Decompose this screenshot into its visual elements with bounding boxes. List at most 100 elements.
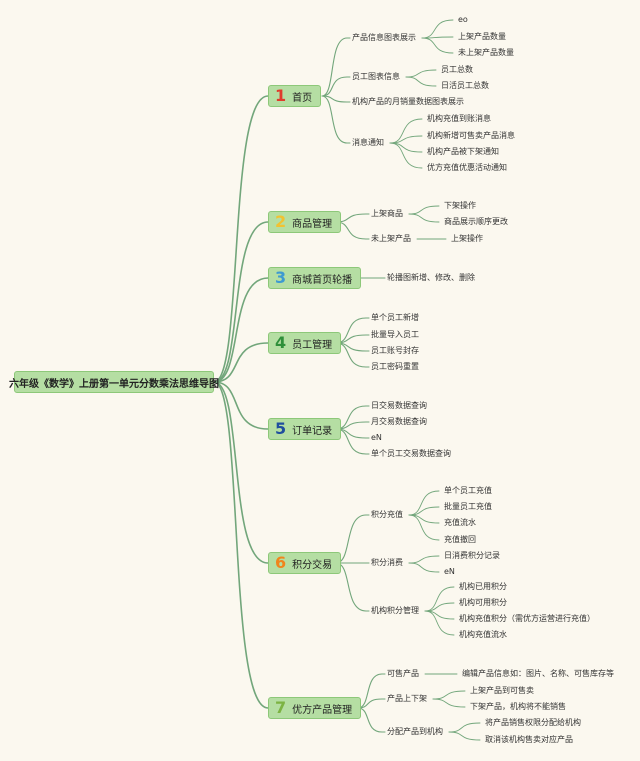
branch-node-1[interactable]: 1 首页 [268, 85, 322, 107]
leaf-label[interactable]: 批量员工充值 [444, 502, 492, 511]
connector-line [213, 95, 269, 383]
branch-node-5[interactable]: 5 订单记录 [268, 418, 342, 440]
connector-line [389, 142, 423, 169]
subtopic-label[interactable]: 日交易数据查询 [371, 401, 427, 410]
leaf-label[interactable]: 取消该机构售卖对应产品 [485, 735, 573, 744]
branch-number: 7 [275, 698, 287, 717]
connector-line [213, 381, 269, 709]
leaf-label[interactable]: 员工总数 [441, 65, 473, 74]
leaf-label[interactable]: 编辑产品信息如：图片、名称、可售库存等 [462, 669, 614, 678]
leaf-label[interactable]: 机构充值到账消息 [427, 114, 491, 123]
leaf-label[interactable]: 优方充值优惠活动通知 [427, 163, 507, 172]
connector-line [408, 514, 440, 541]
subtopic-label[interactable]: 轮播图新增、修改、删除 [387, 273, 475, 282]
connector-line [213, 381, 269, 430]
leaf-label[interactable]: 日活员工总数 [441, 81, 489, 90]
leaf-label[interactable]: eo [458, 15, 468, 24]
connector-line [424, 610, 455, 636]
subtopic-label[interactable]: 未上架产品 [371, 234, 411, 243]
connector-line [408, 213, 440, 223]
connector-line [405, 69, 437, 78]
branch-number: 6 [275, 553, 287, 572]
subtopic-label[interactable]: 消息通知 [352, 138, 384, 147]
subtopic-label[interactable]: 机构产品的月销量数据图表展示 [352, 97, 464, 106]
branch-node-4[interactable]: 4 员工管理 [268, 332, 342, 354]
leaf-label[interactable]: 下架产品，机构将不能销售 [470, 702, 566, 711]
connector-line [421, 37, 454, 54]
connector-line [408, 205, 440, 215]
subtopic-label[interactable]: 批量导入员工 [371, 330, 419, 339]
branch-label: 商品管理 [292, 218, 333, 230]
branch-label: 订单记录 [292, 425, 333, 437]
leaf-label[interactable]: 日消费积分记录 [444, 551, 500, 560]
subtopic-label[interactable]: 上架商品 [371, 209, 403, 218]
leaf-label[interactable]: 机构充值积分（需优方运营进行充值） [459, 614, 595, 623]
branch-node-3[interactable]: 3 商城首页轮播 [268, 267, 362, 289]
connector-line [408, 555, 440, 564]
branch-number: 2 [275, 212, 287, 231]
branch-node-6[interactable]: 6 积分交易 [268, 552, 342, 574]
connector-line [321, 76, 348, 97]
subtopic-label[interactable]: eN [371, 433, 382, 442]
leaf-label[interactable]: 将产品销售权限分配给机构 [485, 718, 581, 727]
leaf-label[interactable]: 单个员工充值 [444, 486, 492, 495]
connector-line [389, 142, 423, 153]
subtopic-label[interactable]: 产品信息图表展示 [352, 33, 416, 42]
subtopic-label[interactable]: 积分充值 [371, 510, 403, 519]
connector-line [424, 586, 455, 612]
leaf-label[interactable]: 上架产品到可售卖 [470, 686, 534, 695]
branch-label: 优方产品管理 [292, 704, 353, 716]
leaf-label[interactable]: 上架产品数量 [458, 32, 506, 41]
leaf-label[interactable]: 下架操作 [444, 201, 476, 210]
subtopic-label[interactable]: 单个员工交易数据查询 [371, 449, 451, 458]
root-topic[interactable]: 六年级《数学》上册第一单元分数乘法思维导图 [9, 371, 219, 393]
connector-line [213, 277, 269, 383]
connector-line [421, 19, 454, 39]
leaf-label[interactable]: 机构已用积分 [459, 582, 507, 591]
leaf-label[interactable]: 机构新增可售卖产品消息 [427, 131, 515, 140]
subtopic-label[interactable]: 分配产品到机构 [387, 727, 443, 736]
leaf-label[interactable]: 商品展示顺序更改 [444, 217, 508, 226]
connector-line [405, 76, 437, 87]
branch-number: 3 [275, 268, 287, 287]
branch-label: 商城首页轮播 [292, 274, 353, 286]
connector-line [213, 221, 269, 383]
branch-number: 5 [275, 419, 287, 438]
connector-line [432, 698, 466, 708]
subtopic-label[interactable]: 机构积分管理 [371, 606, 419, 615]
branch-label: 员工管理 [292, 339, 333, 351]
branch-node-2[interactable]: 2 商品管理 [268, 211, 342, 233]
connector-line [321, 95, 348, 144]
subtopic-label[interactable]: 月交易数据查询 [371, 417, 427, 426]
connector-line [213, 381, 269, 564]
subtopic-label[interactable]: 可售产品 [387, 669, 419, 678]
leaf-label[interactable]: 机构可用积分 [459, 598, 507, 607]
connector-line [432, 690, 466, 700]
branch-label: 首页 [292, 92, 313, 104]
subtopic-label[interactable]: 积分消费 [371, 558, 403, 567]
leaf-label[interactable]: 机构产品被下架通知 [427, 147, 499, 156]
connector-line [448, 731, 481, 741]
branch-node-7[interactable]: 7 优方产品管理 [268, 697, 362, 719]
subtopic-label[interactable]: 员工账号封存 [371, 346, 419, 355]
root-topic-label: 六年级《数学》上册第一单元分数乘法思维导图 [9, 378, 219, 390]
connector-line [408, 490, 440, 516]
leaf-label[interactable]: 机构充值流水 [459, 630, 507, 639]
leaf-label[interactable]: 充值流水 [444, 518, 476, 527]
leaf-label[interactable]: eN [444, 567, 455, 576]
connector-line [389, 118, 423, 144]
branch-label: 积分交易 [292, 559, 333, 571]
subtopic-label[interactable]: 产品上下架 [387, 694, 427, 703]
branch-number: 1 [275, 86, 287, 105]
connector-line [321, 95, 348, 103]
branch-number: 4 [275, 333, 287, 352]
subtopic-label[interactable]: 单个员工新增 [371, 313, 419, 322]
leaf-label[interactable]: 充值撤回 [444, 535, 476, 544]
connector-line [321, 37, 348, 97]
leaf-label[interactable]: 未上架产品数量 [458, 48, 514, 57]
leaf-label[interactable]: 上架操作 [451, 234, 483, 243]
subtopic-label[interactable]: 员工图表信息 [352, 72, 400, 81]
connector-line [408, 562, 440, 573]
subtopic-label[interactable]: 员工密码重置 [371, 362, 419, 371]
